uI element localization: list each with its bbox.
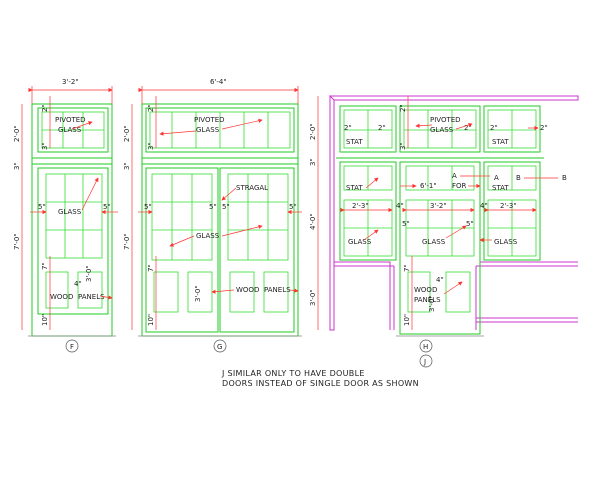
elevation-f: 3'-2" 2'-0" 3" 7'-0" 2" 3" 7" 10" 5" 5" … [13,78,118,353]
g-wood-label: WOOD [236,286,259,294]
f-glass-label: GLASS [58,208,82,216]
svg-text:5": 5" [402,220,410,228]
note-line-2: DOORS INSTEAD OF SINGLE DOOR AS SHOWN [222,379,419,388]
svg-text:4": 4" [396,202,404,210]
f-width-dim: 3'-2" [62,78,79,86]
svg-text:10": 10" [403,314,411,326]
svg-text:3": 3" [41,142,49,150]
svg-text:10": 10" [147,314,155,326]
svg-text:2": 2" [41,104,49,112]
svg-text:GLASS: GLASS [494,238,518,246]
svg-text:G: G [217,343,222,351]
elevation-h: 2'-0" 3" 4'-0" 3'-0" 2" 3" 7" 10" 2" 2" … [309,95,579,368]
svg-text:4": 4" [480,202,488,210]
svg-text:7": 7" [403,264,411,272]
g-door-left [145,167,219,333]
svg-text:3'-0": 3'-0" [85,265,93,282]
svg-text:GLASS: GLASS [58,126,82,134]
svg-text:GLASS: GLASS [348,238,372,246]
svg-text:5": 5" [144,203,152,211]
svg-text:GLASS: GLASS [430,126,454,134]
svg-text:4": 4" [74,280,82,288]
svg-text:2'-0": 2'-0" [123,125,131,142]
svg-text:7'-0": 7'-0" [123,233,131,250]
h-door [399,161,481,335]
f-transom [37,107,109,153]
g-glass-label: GLASS [196,232,220,240]
h-wood-label: WOOD [414,286,437,294]
svg-text:5": 5" [289,203,297,211]
svg-text:5": 5" [38,203,46,211]
svg-text:H: H [423,343,428,351]
svg-text:F: F [70,343,74,351]
svg-text:PANELS: PANELS [414,296,441,304]
svg-text:J: J [423,358,426,366]
h-stat-label-1: STAT [346,138,363,146]
g-stragal-label: STRAGAL [236,184,268,192]
svg-text:5": 5" [103,203,111,211]
svg-text:2": 2" [464,124,472,132]
svg-text:5": 5" [222,203,230,211]
f-main-height: 7'-0" [13,233,21,250]
svg-text:PANELS: PANELS [264,286,291,294]
svg-text:5": 5" [209,203,217,211]
svg-text:FOR: FOR [452,182,467,190]
h-mid-height: 4'-0" [309,213,317,230]
svg-text:5": 5" [466,220,474,228]
note-line-1: J SIMILAR ONLY TO HAVE DOUBLE [221,369,365,378]
g-door-right [219,167,295,333]
svg-text:3": 3" [309,158,317,166]
g-width-dim: 6'-4" [210,78,227,86]
h-callout-circle [419,339,433,353]
svg-text:2": 2" [540,124,548,132]
svg-text:A: A [494,174,499,182]
svg-text:3'-0": 3'-0" [428,295,436,312]
j-callout-circle [419,354,433,368]
f-wood-label: WOOD [50,293,73,301]
svg-text:7": 7" [147,264,155,272]
f-outline [31,103,113,337]
svg-text:7": 7" [41,262,49,270]
svg-text:2": 2" [147,104,155,112]
svg-text:2'-0": 2'-0" [309,123,317,140]
svg-text:2'-3": 2'-3" [500,202,517,210]
svg-text:2": 2" [378,124,386,132]
g-callout-circle [213,339,227,353]
svg-text:A: A [452,172,457,180]
h-pivoted-label: PIVOTED [430,116,461,124]
svg-text:3": 3" [123,162,131,170]
svg-text:3": 3" [147,142,155,150]
svg-text:2": 2" [399,104,407,112]
svg-text:10": 10" [41,314,49,326]
h-six-one-dim: 6'-1" [420,182,437,190]
f-door [37,167,109,315]
svg-text:STAT: STAT [492,184,509,192]
svg-text:STAT: STAT [346,184,363,192]
svg-text:3'-0": 3'-0" [194,285,202,302]
f-top-height: 2'-0" [13,125,21,142]
svg-text:3": 3" [13,162,21,170]
svg-text:GLASS: GLASS [196,126,220,134]
svg-text:3'-2": 3'-2" [430,202,447,210]
svg-text:STAT: STAT [492,138,509,146]
svg-text:B: B [516,174,521,182]
svg-text:2'-3": 2'-3" [352,202,369,210]
f-pivoted-label: PIVOTED [55,116,86,124]
h-section-b-marker: B [562,174,567,182]
svg-text:2": 2" [344,124,352,132]
svg-text:3": 3" [399,142,407,150]
g-pivoted-label: PIVOTED [194,116,225,124]
elevation-g: 6'-4" 2'-0" 3" 7'-0" 2" 3" 7" 10" 5" 5" … [123,78,302,353]
svg-text:4": 4" [436,276,444,284]
svg-text:2": 2" [490,124,498,132]
svg-text:PANELS: PANELS [78,293,105,301]
f-callout-circle [65,339,79,353]
h-low-height: 3'-0" [309,289,317,306]
h-glass-label: GLASS [422,238,446,246]
